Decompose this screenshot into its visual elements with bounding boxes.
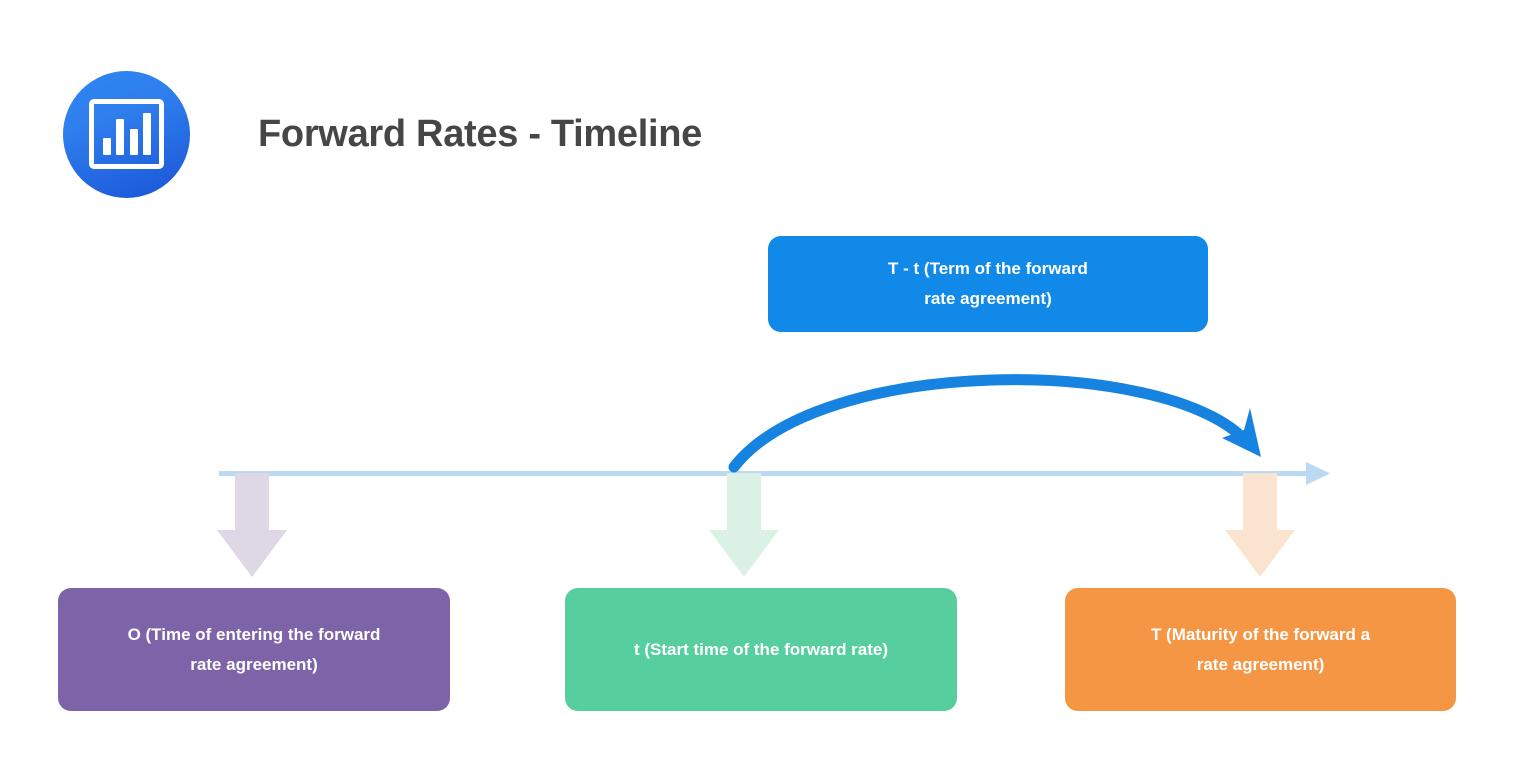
down-arrow-icon-t0 (217, 473, 287, 577)
marker-label-box-t-start[interactable]: t (Start time of the forward rate) (565, 588, 957, 711)
marker-label-t0-line-2: rate agreement) (190, 654, 318, 674)
bar-chart-bar-1 (103, 138, 111, 155)
logo-circle-background (63, 71, 190, 198)
term-span-arrowhead-icon (1222, 408, 1261, 457)
page-title: Forward Rates - Timeline (258, 113, 702, 155)
term-label-line-2: rate agreement) (924, 289, 1052, 308)
marker-label-text-t0: O (Time of entering the forward rate agr… (128, 620, 381, 680)
term-label-box[interactable]: T - t (Term of the forward rate agreemen… (768, 236, 1208, 332)
marker-label-box-t0[interactable]: O (Time of entering the forward rate agr… (58, 588, 450, 711)
term-label-text: T - t (Term of the forward rate agreemen… (888, 254, 1088, 314)
timeline-axis (219, 462, 1330, 485)
bar-chart-icon (89, 99, 164, 169)
term-label-line-1: T - t (Term of the forward (888, 259, 1088, 279)
marker-label-t-maturity-line-2: rate agreement) (1196, 654, 1325, 674)
marker-label-t-start-line-1: t (Start time of the forward rate) (633, 639, 889, 659)
marker-label-t-maturity-line-1: T (Maturity of the forward a (1150, 624, 1371, 644)
bar-chart-bar-3 (129, 128, 138, 155)
down-arrow-icon-t-start (709, 473, 779, 577)
marker-label-t0-line-1: O (Time of entering the forward (127, 624, 381, 644)
down-arrow-icon-t-maturity (1225, 473, 1295, 577)
marker-label-text-t-maturity: T (Maturity of the forward a rate agreem… (1151, 620, 1370, 680)
marker-label-box-t-maturity[interactable]: T (Maturity of the forward a rate agreem… (1065, 588, 1456, 711)
marker-label-text-t-start: t (Start time of the forward rate) (634, 635, 888, 665)
term-span-arrow-curve (728, 374, 1249, 473)
bar-chart-bar-4 (142, 113, 151, 155)
app-logo (63, 71, 190, 198)
term-span-arrow-icon (728, 374, 1261, 473)
timeline-arrowhead-icon (1306, 462, 1330, 485)
bar-chart-bars (103, 113, 151, 155)
bar-chart-bar-2 (116, 119, 125, 155)
